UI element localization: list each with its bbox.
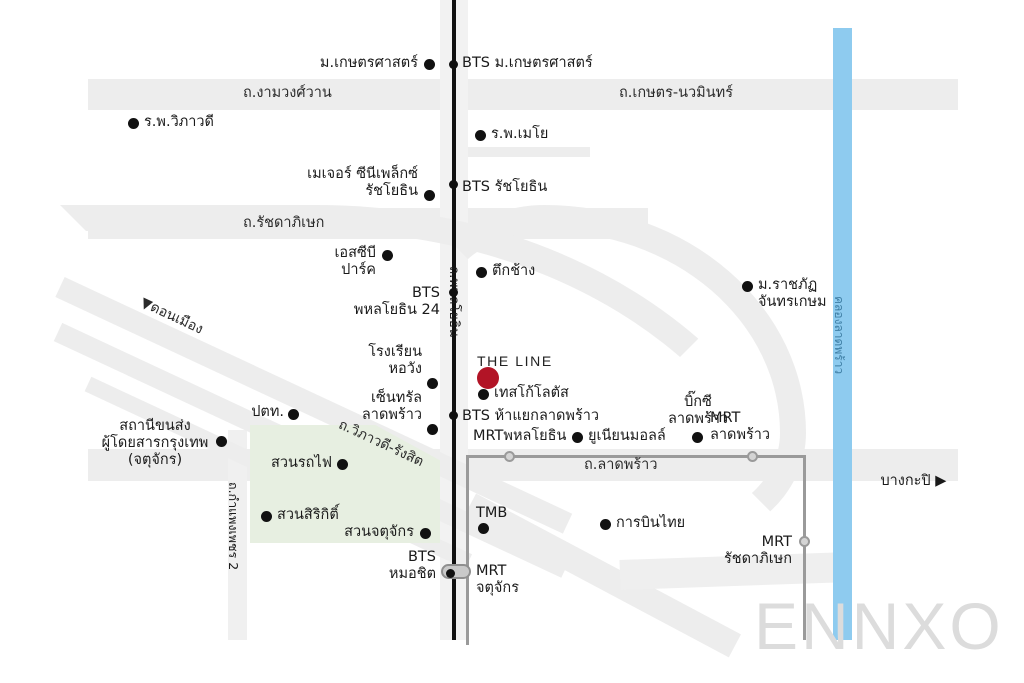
dot-chatuchak-park <box>420 528 431 539</box>
station-label-mrt-ratchadaphisek: MRT รัชดาภิเษก <box>723 534 792 568</box>
bang-kapi-arrow-icon: ▶ <box>935 473 947 490</box>
station-label-bts-ratchayothin: BTS รัชโยธิน <box>462 179 548 195</box>
dot-bts-phahonyothin-24[interactable] <box>449 288 458 297</box>
road-label-phahonyothin: ถ.พหลโยธิน <box>446 266 462 338</box>
dot-tmb <box>478 523 489 534</box>
road-label-ngam-wong-wan: ถ.งามวงศ์วาน <box>243 85 332 101</box>
station-label-bts-ha-yaek-lat-phrao: BTS ห้าแยกลาดพร้าว <box>462 408 600 424</box>
dot-ptt <box>288 409 299 420</box>
road-band-ngam-wong-wan <box>88 79 468 110</box>
station-label-mrt-chatuchak: MRT จตุจักร <box>476 563 519 597</box>
place-label-railway-park: สวนรถไฟ <box>270 455 332 471</box>
station-label-mrt-phahonyothin: MRTพหลโยธิน <box>473 428 567 444</box>
project-label-the-line: THE LINE <box>477 353 553 369</box>
place-label-scb-park: เอสซีบี ปาร์ค <box>334 245 376 279</box>
place-label-tesco-lotus: เทสโก้โลตัส <box>494 385 569 401</box>
place-label-rajabhat-chandrakasem: ม.ราชภัฏ จันทรเกษม <box>758 277 827 311</box>
mrt-station-marker-ratchadaphisek[interactable] <box>799 536 810 547</box>
dot-rajabhat-chandrakasem <box>742 281 753 292</box>
mrt-line-vertical-right <box>803 455 806 640</box>
place-label-union-mall: ยูเนียนมอลล์ <box>588 428 666 444</box>
dot-bangkok-bus-terminal <box>216 436 227 447</box>
station-label-mrt-lat-phrao: MRT ลาดพร้าว <box>710 410 771 444</box>
road-label-lat-phrao: ถ.ลาดพร้าว <box>584 457 658 473</box>
dot-thai-airways <box>600 519 611 530</box>
expressway-curve-right <box>414 205 806 547</box>
bts-line-phahonyothin <box>452 0 456 640</box>
dot-big-c-lat-phrao <box>692 432 703 443</box>
place-label-major-cineplex: เมเจอร์ ซีนีเพล็กซ์ รัชโยธิน <box>307 166 418 200</box>
dot-bts-ha-yaek-lat-phrao[interactable] <box>449 411 458 420</box>
place-label-kaset-university: ม.เกษตรศาสตร์ <box>319 55 418 71</box>
dot-sirikit-park <box>261 511 272 522</box>
place-label-ptt: ปตท. <box>251 404 284 420</box>
dot-major-cineplex <box>424 190 435 201</box>
interchange-mo-chit-chatuchak[interactable] <box>441 564 471 579</box>
canal-lat-phrao <box>833 28 852 640</box>
road-label-kaset-nawamin: ถ.เกษตร-นวมินทร์ <box>619 85 733 101</box>
place-label-tmb: TMB <box>476 505 508 521</box>
mrt-line-horizontal <box>466 455 806 458</box>
station-label-bts-kaset: BTS ม.เกษตรศาสตร์ <box>462 55 593 71</box>
place-label-chatuchak-park: สวนจตุจักร <box>344 524 414 540</box>
place-label-sirikit-park: สวนสิริกิติ์ <box>277 507 339 523</box>
dot-union-mall <box>572 432 583 443</box>
place-label-tuk-chang: ตึกช้าง <box>492 263 536 279</box>
dot-kaset-university <box>424 59 435 70</box>
dot-bts-kaset[interactable] <box>449 60 458 69</box>
dot-vibhavadi-hospital <box>128 118 139 129</box>
dot-mayo-hospital <box>475 130 486 141</box>
watermark-ennxo: ENNXO <box>754 589 1004 663</box>
dot-tesco-lotus <box>478 389 489 400</box>
place-label-horwang-school: โรงเรียน หอวัง <box>368 344 422 378</box>
dot-bts-ratchayothin[interactable] <box>449 180 458 189</box>
mrt-line-vertical-left <box>466 455 469 645</box>
chatuchak-park-area <box>250 425 440 543</box>
dot-scb-park <box>382 250 393 261</box>
bang-kapi-text: บางกะปิ <box>880 473 931 490</box>
place-label-central-lat-phrao: เซ็นทรัล ลาดพร้าว <box>361 390 422 424</box>
place-label-vibhavadi-hospital: ร.พ.วิภาวดี <box>144 114 214 130</box>
project-marker-the-line[interactable] <box>477 367 499 389</box>
road-label-ratchadaphisek: ถ.รัชดาภิเษก <box>243 215 325 231</box>
station-label-bts-phahonyothin-24: BTS พหลโยธิน 24 <box>353 285 440 319</box>
station-label-bts-mo-chit: BTS หมอชิต <box>388 549 436 583</box>
dot-central-lat-phrao <box>427 424 438 435</box>
direction-label-bang-kapi: บางกะปิ ▶ <box>862 456 946 507</box>
place-label-mayo-hospital: ร.พ.เมโย <box>491 126 549 142</box>
place-label-big-c-lat-phrao: บิ๊กซี ลาดพร้าว <box>667 394 729 428</box>
mrt-station-marker-phahonyothin[interactable] <box>504 451 515 462</box>
place-label-bangkok-bus-terminal: สถานีขนส่ง ผู้โดยสารกรุงเทพ (จตุจักร) <box>101 418 209 469</box>
mrt-station-marker-lat-phrao[interactable] <box>747 451 758 462</box>
dot-tuk-chang <box>476 267 487 278</box>
road-band-kaset-nawamin <box>468 79 958 110</box>
canal-label: คลองลาดพร้าว <box>832 296 846 375</box>
place-label-thai-airways: การบินไทย <box>616 515 686 531</box>
dot-horwang-school <box>427 378 438 389</box>
road-band-mayo-stub <box>468 147 590 157</box>
road-label-kamphaeng-phet-2: ถ.กำแพงเพชร 2 <box>226 482 241 571</box>
dot-railway-park <box>337 459 348 470</box>
